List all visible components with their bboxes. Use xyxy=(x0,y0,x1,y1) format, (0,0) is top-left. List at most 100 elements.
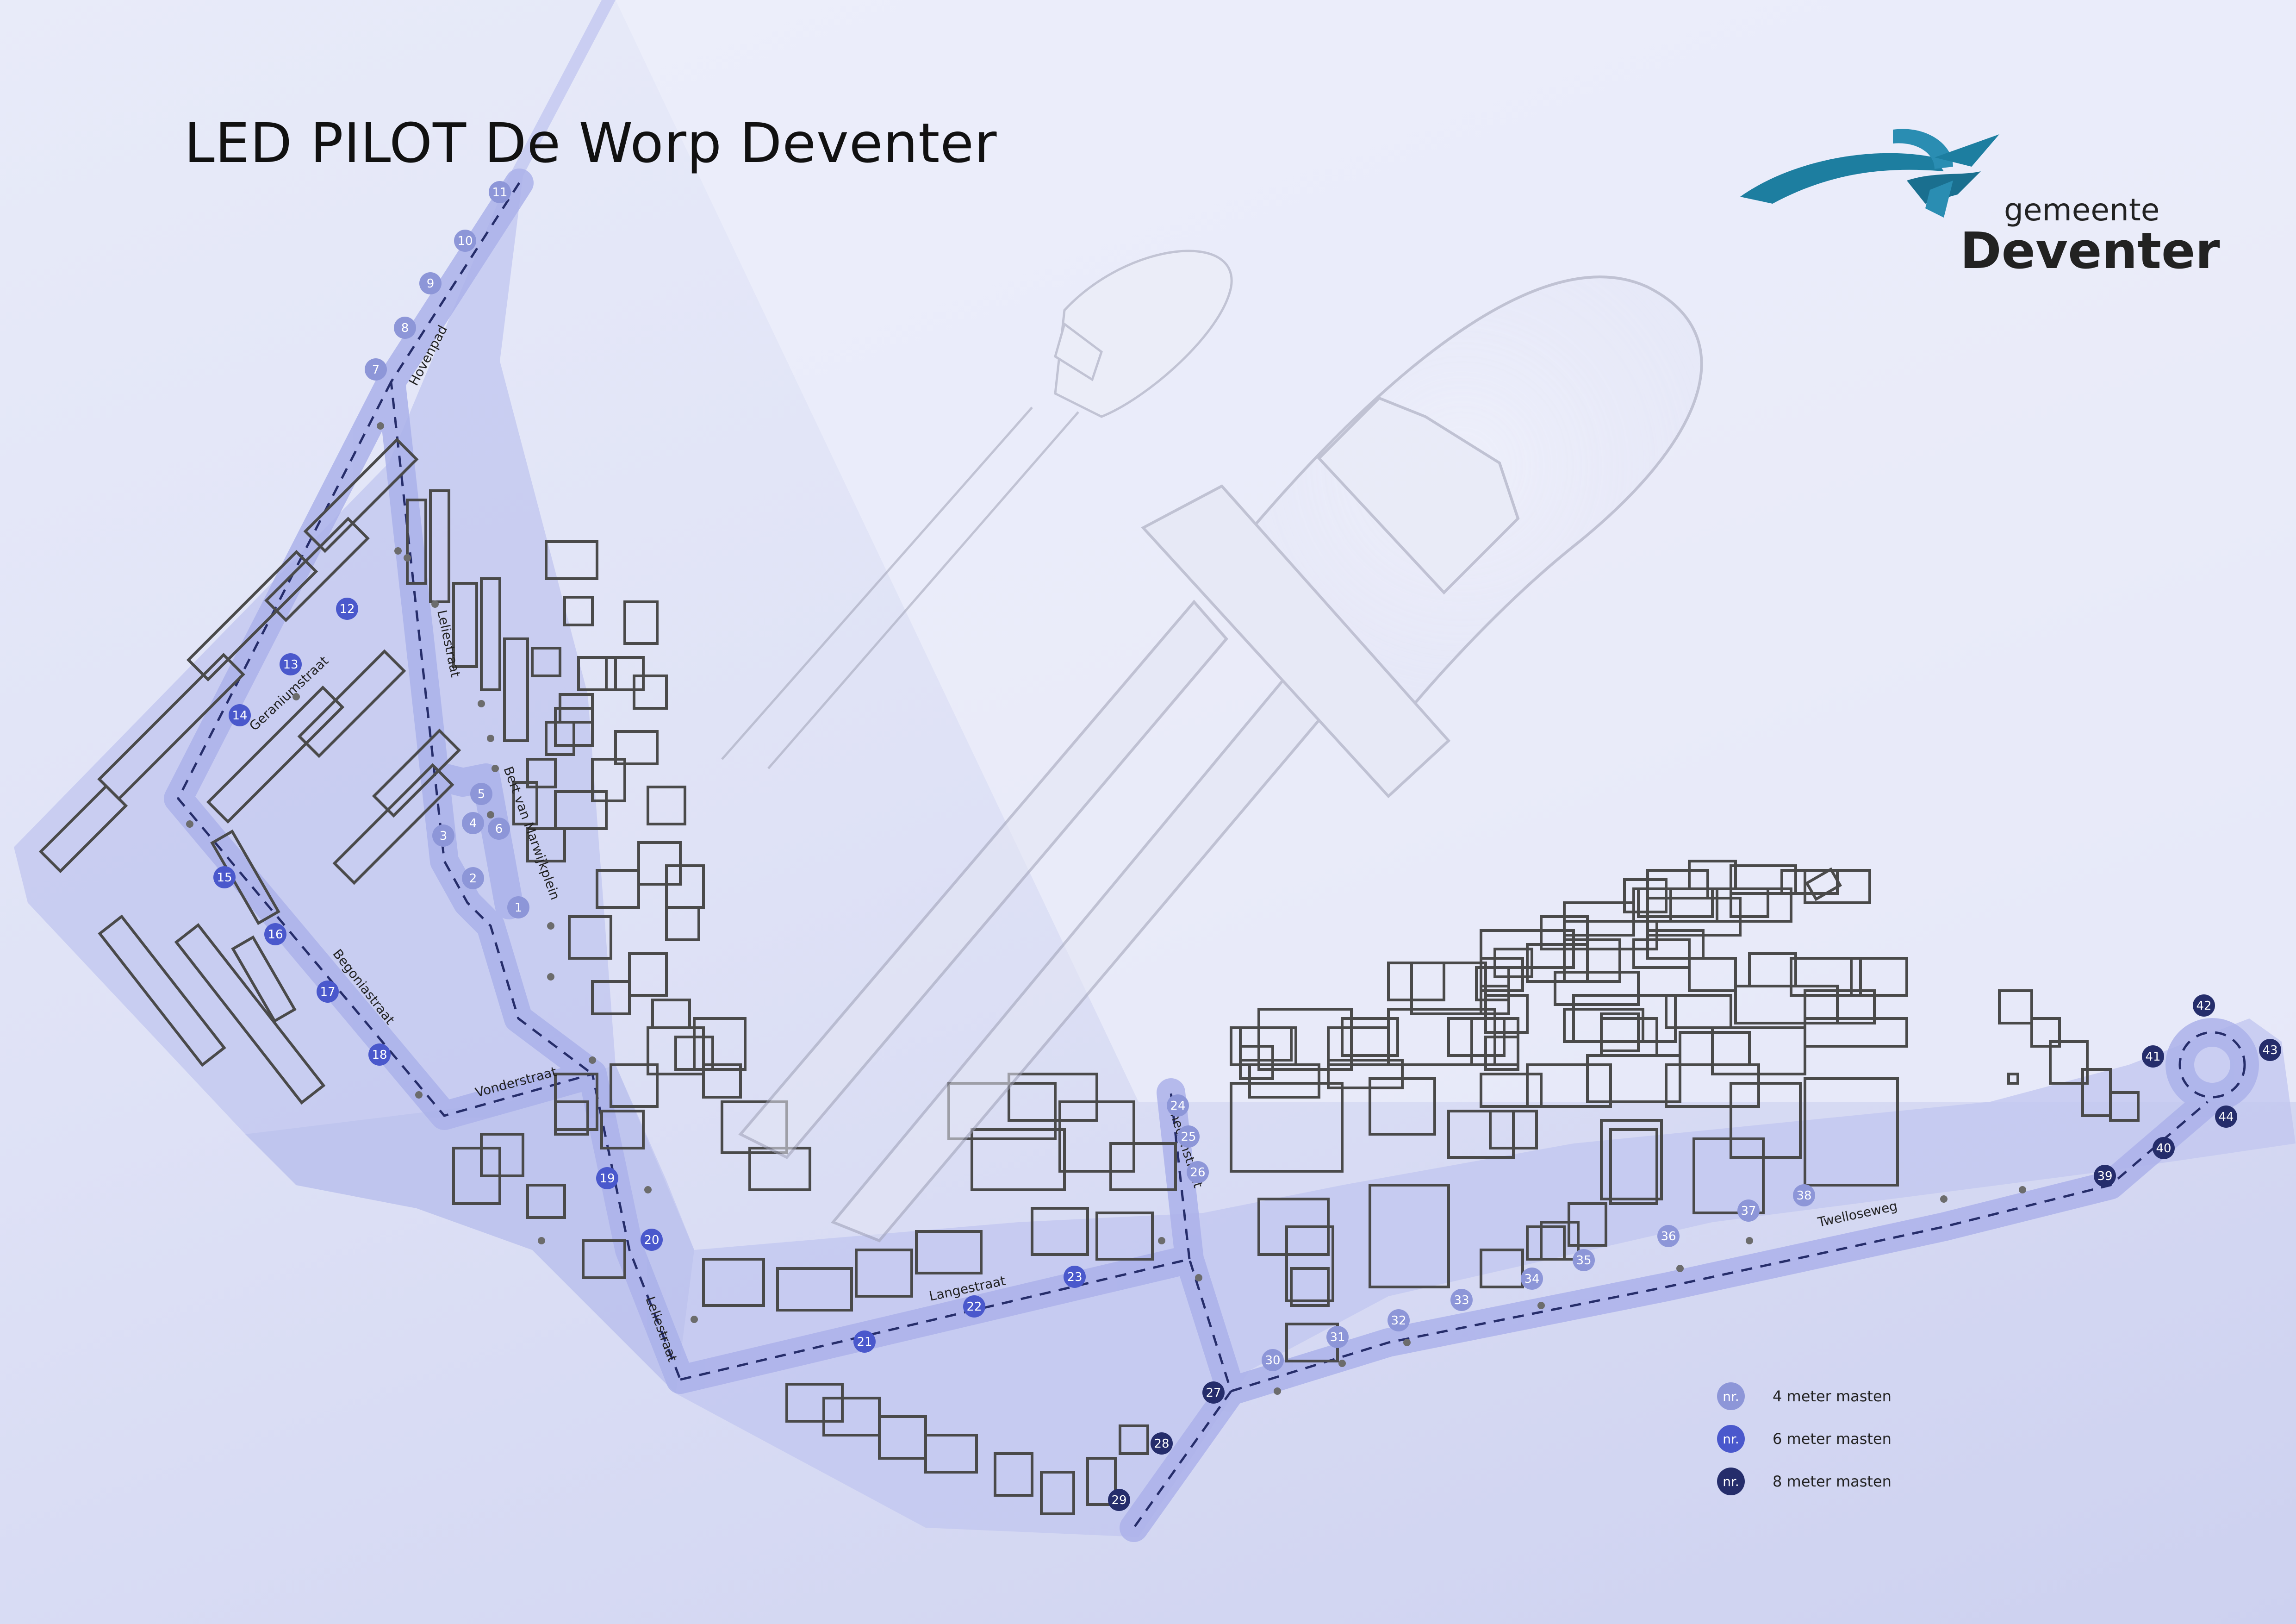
mast-marker-5[interactable]: 5 xyxy=(470,783,492,805)
mast-number: 17 xyxy=(320,985,335,999)
mast-marker-12[interactable]: 12 xyxy=(336,598,358,620)
mast-number: 30 xyxy=(1265,1354,1280,1368)
mast-number: 32 xyxy=(1391,1314,1406,1328)
mast-dot xyxy=(507,896,529,918)
mast-marker-15[interactable]: 15 xyxy=(213,866,236,888)
mast-marker-21[interactable]: 21 xyxy=(853,1330,876,1353)
mast-dot xyxy=(336,598,358,620)
mast-dot xyxy=(2215,1106,2237,1128)
mast-number: 31 xyxy=(1330,1330,1345,1344)
mast-marker-34[interactable]: 34 xyxy=(1521,1268,1543,1290)
mast-dot xyxy=(1737,1199,1760,1222)
mast-marker-8[interactable]: 8 xyxy=(394,317,416,339)
mast-marker-28[interactable]: 28 xyxy=(1151,1432,1173,1455)
mast-marker-6[interactable]: 6 xyxy=(488,818,510,840)
mast-number: 23 xyxy=(1067,1270,1082,1284)
mast-marker-27[interactable]: 27 xyxy=(1202,1381,1225,1404)
mast-number: 42 xyxy=(2196,999,2211,1013)
legend-label-4m: 4 meter masten xyxy=(1773,1387,1892,1405)
mast-marker-26[interactable]: 26 xyxy=(1187,1161,1209,1183)
mast-marker-20[interactable]: 20 xyxy=(641,1229,663,1251)
mast-marker-10[interactable]: 10 xyxy=(454,230,476,252)
mast-marker-37[interactable]: 37 xyxy=(1737,1199,1760,1222)
mast-number: 19 xyxy=(599,1172,615,1186)
mast-marker-2[interactable]: 2 xyxy=(462,867,484,889)
mast-dot xyxy=(2094,1165,2116,1187)
page-title: LED PILOT De Worp Deventer xyxy=(184,111,997,175)
mast-marker-19[interactable]: 19 xyxy=(596,1167,618,1189)
logo-text-deventer: Deventer xyxy=(1960,222,2220,280)
mast-dot xyxy=(365,358,387,381)
mast-marker-16[interactable]: 16 xyxy=(264,923,286,945)
mast-marker-9[interactable]: 9 xyxy=(419,272,442,294)
mast-dot xyxy=(2153,1137,2175,1159)
mast-marker-22[interactable]: 22 xyxy=(963,1295,985,1318)
existing-light-points xyxy=(186,422,2026,1395)
mast-marker-3[interactable]: 3 xyxy=(432,824,454,847)
mast-dot xyxy=(1151,1432,1173,1455)
mast-dot xyxy=(264,923,286,945)
mast-dot xyxy=(1521,1268,1543,1290)
mast-number: 20 xyxy=(644,1233,659,1247)
mast-dot xyxy=(454,230,476,252)
mast-marker-17[interactable]: 17 xyxy=(317,981,339,1003)
mast-number: 34 xyxy=(1524,1272,1539,1286)
mast-dot xyxy=(853,1330,876,1353)
mast-number: 6 xyxy=(495,822,503,836)
mast-marker-39[interactable]: 39 xyxy=(2094,1165,2116,1187)
mast-dot xyxy=(1573,1249,1595,1271)
mast-marker-44[interactable]: 44 xyxy=(2215,1106,2237,1128)
led-illustration-small xyxy=(721,250,1233,769)
mast-number: 13 xyxy=(283,658,298,672)
mast-number: 15 xyxy=(217,871,232,885)
mast-dot xyxy=(2259,1039,2281,1061)
mast-marker-13[interactable]: 13 xyxy=(280,653,302,675)
mast-dot xyxy=(432,824,454,847)
mast-marker-35[interactable]: 35 xyxy=(1573,1249,1595,1271)
mast-marker-32[interactable]: 32 xyxy=(1388,1309,1410,1331)
gemeente-deventer-logo: gemeente Deventer xyxy=(1740,125,2220,292)
mast-number: 43 xyxy=(2262,1043,2277,1057)
mast-marker-18[interactable]: 18 xyxy=(368,1043,391,1066)
mast-dot xyxy=(1326,1326,1349,1348)
mast-marker-38[interactable]: 38 xyxy=(1793,1184,1815,1206)
mast-marker-43[interactable]: 43 xyxy=(2259,1039,2281,1061)
legend-item-6m: nr. 6 meter masten xyxy=(1717,1418,1892,1460)
mast-marker-42[interactable]: 42 xyxy=(2193,994,2215,1017)
mast-dot xyxy=(1177,1125,1200,1148)
legend-label-8m: 8 meter masten xyxy=(1773,1473,1892,1490)
mast-dot xyxy=(1167,1094,1189,1117)
mast-marker-11[interactable]: 11 xyxy=(489,181,511,203)
mast-marker-25[interactable]: 25 xyxy=(1177,1125,1200,1148)
logo-text-gemeente: gemeente xyxy=(2004,192,2160,228)
legend: nr. 4 meter masten nr. 6 meter masten nr… xyxy=(1717,1375,1892,1503)
mast-number: 38 xyxy=(1796,1189,1811,1203)
mast-dot xyxy=(462,867,484,889)
mast-dot xyxy=(229,704,251,726)
mast-marker-14[interactable]: 14 xyxy=(229,704,251,726)
mast-dot xyxy=(1450,1289,1473,1311)
mast-marker-36[interactable]: 36 xyxy=(1657,1225,1680,1247)
mast-dot xyxy=(963,1295,985,1318)
mast-marker-41[interactable]: 41 xyxy=(2142,1045,2164,1068)
mast-marker-31[interactable]: 31 xyxy=(1326,1326,1349,1348)
mast-number: 27 xyxy=(1206,1386,1221,1400)
mast-marker-7[interactable]: 7 xyxy=(365,358,387,381)
mast-number: 40 xyxy=(2156,1142,2171,1156)
mast-number: 11 xyxy=(492,186,507,200)
mast-number: 36 xyxy=(1661,1230,1676,1243)
legend-label-6m: 6 meter masten xyxy=(1773,1430,1892,1448)
mast-marker-24[interactable]: 24 xyxy=(1167,1094,1189,1117)
route-dashes xyxy=(177,182,2246,1529)
mast-marker-23[interactable]: 23 xyxy=(1064,1266,1086,1288)
mast-marker-30[interactable]: 30 xyxy=(1262,1349,1284,1371)
mast-number: 21 xyxy=(857,1335,872,1349)
mast-marker-40[interactable]: 40 xyxy=(2153,1137,2175,1159)
mast-marker-29[interactable]: 29 xyxy=(1108,1489,1130,1511)
mast-marker-1[interactable]: 1 xyxy=(507,896,529,918)
mast-dot xyxy=(368,1043,391,1066)
mast-marker-33[interactable]: 33 xyxy=(1450,1289,1473,1311)
mast-dot xyxy=(1657,1225,1680,1247)
mast-dot xyxy=(2193,994,2215,1017)
mast-marker-4[interactable]: 4 xyxy=(462,812,484,834)
